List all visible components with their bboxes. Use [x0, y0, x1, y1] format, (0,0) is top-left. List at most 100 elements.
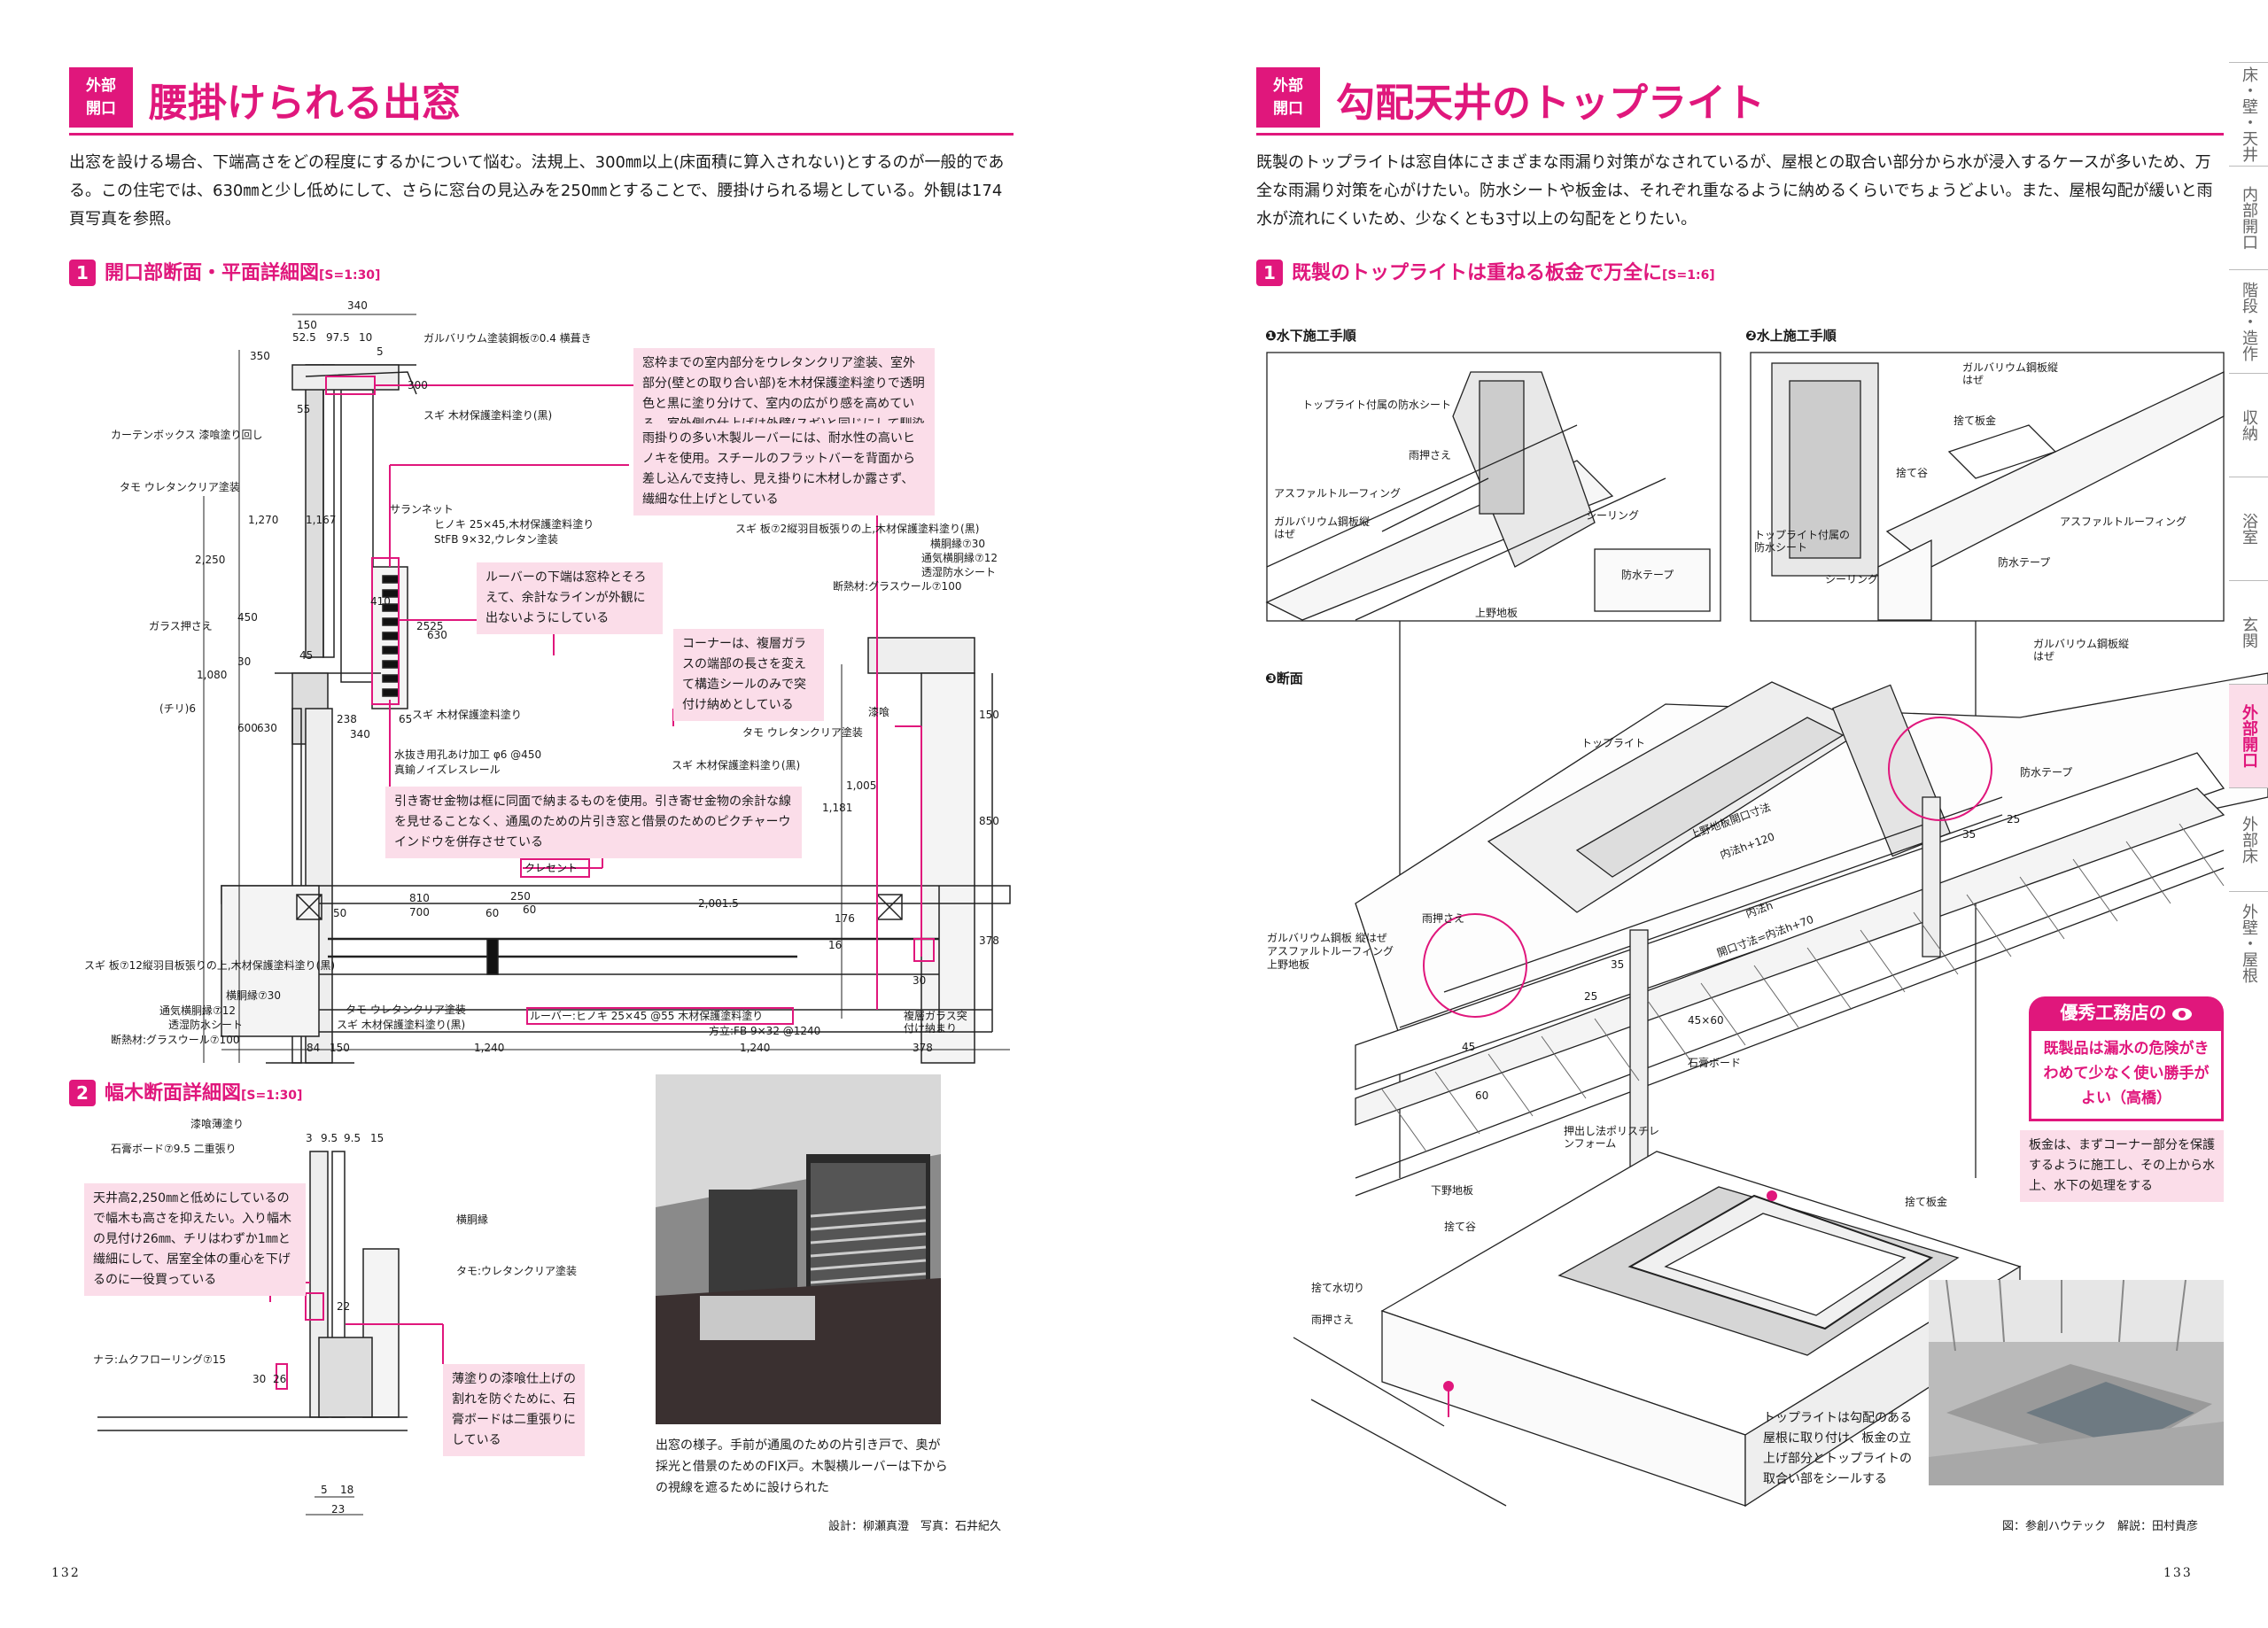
dim: 60 — [485, 907, 500, 919]
category-tag: 外部 開口 — [69, 67, 133, 128]
dim: 55 — [297, 403, 311, 415]
side-index-tabs: 床・壁・天井 内部開口 階段・造作 収納 浴室 玄関 外部開口 外部床 外壁・屋… — [2229, 62, 2268, 992]
dim: 25 — [1584, 990, 1598, 1003]
dim: 97.5 — [326, 331, 350, 344]
label: スギ 板⑦12縦羽目板張りの上,木材保護塗料塗り(黒) — [84, 959, 336, 972]
right-page: 外部 開口 勾配天井のトップライト 既製のトップライトは窓自体にさまざまな雨漏り… — [1134, 0, 2268, 1628]
page-number: 132 — [51, 1566, 81, 1580]
page-number: 133 — [2163, 1566, 2193, 1580]
dim: 52.5 — [292, 331, 316, 344]
side-tab[interactable]: 浴室 — [2229, 477, 2268, 580]
label: 石膏ボード⑦9.5 二重張り — [111, 1143, 237, 1155]
label: スギ 木材保護塗料塗り — [412, 709, 522, 721]
label: スギ 木材保護塗料塗り(黒) — [337, 1019, 466, 1031]
side-tab[interactable]: 収納 — [2229, 373, 2268, 477]
label: 横胴縁⑦30 — [226, 989, 282, 1002]
label: ヒノキ 25×45,木材保護塗料塗り — [434, 518, 594, 531]
label: トップライト — [1581, 737, 1646, 749]
dim: 150 — [330, 1042, 350, 1054]
label: 真鍮ノイズレスレール — [394, 764, 501, 776]
dim: 45 — [299, 649, 314, 662]
dim: 16 — [828, 939, 843, 951]
note-crescent: 引き寄せ金物は框に同面で納まるものを使用。引き寄せ金物の余計な線を見せることなく… — [385, 787, 802, 858]
side-tab[interactable]: 内部開口 — [2229, 166, 2268, 269]
dim: 340 — [347, 299, 368, 312]
dim: 1,240 — [474, 1042, 505, 1054]
eye-icon — [2172, 1007, 2193, 1020]
label: 雨押さえ — [1311, 1314, 1355, 1326]
label: 押出し法ポリスチレンフォーム — [1564, 1125, 1660, 1150]
dim: 30 — [913, 974, 927, 987]
dim: 410 — [370, 595, 391, 608]
side-tab[interactable]: 外壁・屋根 — [2229, 891, 2268, 995]
intro-text: 既製のトップライトは窓自体にさまざまな雨漏り対策がなされているが、屋根との取合い… — [1256, 153, 2213, 229]
label: 通気横胴縁⑦12 — [159, 1004, 237, 1017]
side-tab[interactable]: 玄関 — [2229, 580, 2268, 684]
dim: 2525 — [416, 620, 444, 632]
label: 横胴縁⑦30 — [930, 538, 986, 550]
note-toplight-seal: トップライトは勾配のある屋根に取り付け、板金の立上げ部分とトップライトの取合い部… — [1763, 1411, 1912, 1486]
label: 防水テープ — [2020, 766, 2073, 779]
category-tag: 外部 開口 — [1256, 67, 1320, 128]
label: (チリ)6 — [159, 702, 196, 715]
label: 複層ガラス突付け納まり — [904, 1010, 967, 1035]
dim: 810 — [409, 892, 430, 904]
dim: 3 — [306, 1132, 313, 1144]
label: スギ 木材保護塗料塗り(黒) — [672, 759, 801, 771]
credit: 設計：柳瀬真澄 写真：石井紀久 — [828, 1520, 1002, 1533]
label: 雨押さえ — [1422, 912, 1465, 925]
dim: 630 — [257, 722, 277, 734]
tips-heading: 優秀工務店の — [2029, 996, 2224, 1028]
intro-text: 出窓を設ける場合、下端高さをどの程度にするかについて悩む。法規上、300㎜以上(… — [69, 153, 1005, 229]
dim: 1,167 — [306, 514, 337, 526]
dim: 150 — [297, 319, 317, 331]
dim: 2,001.5 — [698, 897, 739, 910]
dim: 26 — [273, 1373, 287, 1385]
label: シーリング — [1586, 509, 1640, 522]
note-corner-glass: コーナーは、複層ガラスの端部の長さを変えて構造シールのみで突付け納めとしている — [673, 629, 824, 721]
dim: 23 — [331, 1503, 346, 1516]
label: ガルバリウム鋼板縦はぜ — [1274, 516, 1371, 540]
dim: 700 — [409, 906, 430, 919]
label: ガラス押さえ — [149, 620, 213, 632]
dim: 30 — [237, 655, 252, 668]
label: 上野地板 — [1267, 958, 1310, 971]
crescent-label: クレセント — [524, 862, 579, 874]
dim: 850 — [979, 815, 999, 827]
label: 45×60 — [1688, 1014, 1724, 1027]
label: ナラ:ムクフローリング⑦15 — [93, 1353, 227, 1366]
page-title: 腰掛けられる出窓 — [149, 81, 461, 126]
dim: 1,270 — [248, 514, 279, 526]
label: 漆喰薄塗り — [190, 1118, 245, 1130]
tips-body: 既製品は漏水の危険がきわめて少なく使い勝手がよい（高橋） — [2029, 1028, 2224, 1121]
left-page: 外部 開口 腰掛けられる出窓 出窓を設ける場合、下端高さをどの程度にするかについ… — [51, 67, 1014, 1580]
side-tab[interactable]: 外部床 — [2229, 787, 2268, 891]
sub-heading-section: ❸断面 — [1265, 671, 1303, 686]
dim: 1,080 — [197, 669, 228, 681]
side-tab-active[interactable]: 外部開口 — [2229, 684, 2268, 787]
label: スギ 木材保護塗料塗り(黒) — [423, 409, 553, 422]
side-tab[interactable]: 階段・造作 — [2229, 269, 2268, 373]
dim: 5 — [321, 1484, 328, 1496]
dim: 378 — [913, 1042, 933, 1054]
page-title: 勾配天井のトップライト — [1336, 81, 1765, 126]
note-skirting: 天井高2,250㎜と低めにしているので幅木も高さを抑えたい。入り幅木の見付け26… — [84, 1183, 306, 1296]
note-plaster: 薄塗りの漆喰仕上げの割れを防ぐために、石膏ボードは二重張りにしている — [443, 1364, 585, 1456]
label: 下野地板 — [1431, 1184, 1474, 1197]
dim: 238 — [337, 713, 357, 725]
dim: 45 — [1462, 1041, 1476, 1053]
bay-window-photo — [656, 1074, 941, 1424]
side-tab[interactable]: 床・壁・天井 — [2229, 62, 2268, 166]
dim: 60 — [523, 903, 537, 916]
dim: 150 — [979, 709, 999, 721]
label: 捨て谷 — [1444, 1221, 1477, 1233]
label: スギ 板⑦2縦羽目板張りの上,木材保護塗料塗り(黒) — [735, 523, 980, 535]
label: 断熱材:グラスウール⑦100 — [833, 580, 962, 593]
label: 捨て板金 — [1953, 415, 1997, 427]
photo-caption: 出窓の様子。手前が通風のための片引き戸で、奥が採光と借景のためのFIX戸。木製横… — [656, 1438, 948, 1495]
label: 捨て水切り — [1311, 1282, 1365, 1294]
dim: 1,181 — [822, 802, 853, 814]
label: 横胴縁 — [456, 1213, 489, 1226]
